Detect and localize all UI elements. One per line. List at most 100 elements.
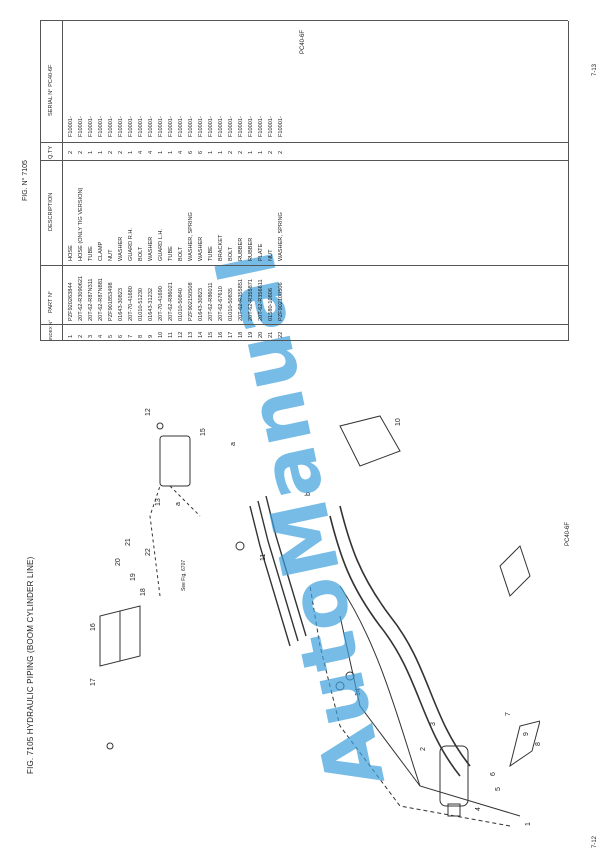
serial-cell: F10001-: [208, 116, 214, 137]
index-cell: 3: [88, 334, 94, 338]
description-cell: WASHER: [118, 236, 124, 261]
index-cell: 1: [68, 334, 74, 338]
part-number-cell: 20T-62-R3090621: [78, 275, 84, 321]
part-number-cell: PZF902150508: [188, 282, 194, 321]
diagram-label: 8: [535, 742, 540, 746]
diagram-label: 20: [115, 558, 122, 566]
diagram-label: 16: [90, 623, 97, 631]
serial-cell: F10001-: [188, 116, 194, 137]
parts-table: FIG. N° 7105 INDEX N° PART N° DESCRIPTIO…: [22, 20, 569, 341]
index-cell: 6: [118, 334, 124, 338]
qty-cell: 4: [138, 150, 144, 154]
index-cell: 11: [168, 332, 174, 338]
qty-cell: 2: [118, 150, 124, 154]
description-cell: PLATE: [258, 243, 264, 261]
part-number-cell: 01010-50840: [178, 288, 184, 321]
qty-cell: 1: [218, 150, 224, 154]
header-desc: DESCRIPTION: [48, 192, 54, 231]
part-number-cell: 20T-62-R87N311: [88, 278, 94, 322]
index-cell: 18: [238, 331, 244, 338]
description-cell: HOSE (ONLY TIG VERSION): [78, 187, 84, 261]
diagram-label: 15: [200, 428, 207, 436]
serial-cell: F10001-: [178, 116, 184, 137]
part-number-cell: 01010-50835: [228, 288, 234, 321]
qty-cell: 1: [98, 150, 104, 154]
diagram-label: 19: [130, 573, 137, 581]
part-number-cell: 20T-62-R355851: [238, 279, 244, 321]
part-number-cell: 01580-10806: [268, 288, 274, 321]
description-cell: WASHER: [198, 236, 204, 261]
qty-cell: 6: [188, 150, 194, 154]
qty-cell: 1: [258, 150, 264, 154]
serial-cell: F10001-: [268, 116, 274, 137]
description-cell: WASHER, SPRING: [188, 212, 194, 261]
index-cell: 9: [148, 334, 154, 338]
qty-cell: 4: [148, 150, 154, 154]
serial-cell: F10001-: [148, 116, 154, 137]
serial-cell: F10001-: [258, 116, 264, 137]
serial-cell: F10001-: [108, 116, 114, 137]
diagram-label: 2: [420, 747, 427, 751]
qty-cell: 6: [198, 150, 204, 154]
part-number-cell: 20T-62-R86011: [208, 282, 214, 321]
qty-cell: 2: [68, 150, 74, 154]
index-cell: 7: [128, 334, 134, 338]
serial-cell: F10001-: [68, 116, 74, 137]
model-label-right: PC40-6F: [300, 29, 306, 54]
model-label-left: PC40-6F: [565, 521, 571, 546]
serial-cell: F10001-: [168, 116, 174, 137]
description-cell: RUBBER: [248, 237, 254, 261]
description-cell: TUBE: [88, 246, 94, 261]
part-number-cell: 01010-51230: [138, 288, 144, 321]
description-cell: BOLT: [138, 246, 144, 261]
table-header: INDEX N° PART N° DESCRIPTION Q.TY SERIAL…: [48, 21, 58, 341]
index-cell: 19: [248, 331, 254, 338]
index-cell: 10: [158, 331, 164, 338]
qty-cell: 2: [238, 150, 244, 154]
part-number-cell: 20T-62-R355871: [248, 279, 254, 321]
diagram-label: a: [175, 502, 182, 506]
part-number-cell: 20T-62-67610: [218, 286, 224, 321]
diagram-label: 13: [155, 498, 162, 506]
serial-cell: F10001-: [278, 116, 284, 137]
serial-cell: F10001-: [218, 116, 224, 137]
header-qty: Q.TY: [48, 145, 54, 159]
description-cell: WASHER, SPRING: [278, 212, 284, 261]
diagram-label: 1: [525, 822, 532, 826]
qty-cell: 2: [278, 150, 284, 154]
header-index: INDEX N°: [48, 319, 53, 340]
part-number-cell: PZF901853498: [108, 282, 114, 321]
diagram-label: 11: [260, 554, 267, 561]
fig-number: FIG. N° 7105: [22, 160, 29, 201]
diagram-label: a: [230, 442, 237, 446]
diagram-label: 5: [495, 787, 502, 791]
serial-cell: F10001-: [238, 116, 244, 137]
figure-title: FIG. 7105 HYDRAULIC PIPING (BOOM CYLINDE…: [26, 556, 35, 774]
index-cell: 21: [268, 331, 274, 338]
qty-cell: 2: [228, 150, 234, 154]
index-cell: 2: [78, 334, 84, 338]
part-number-cell: 01643-30823: [198, 288, 204, 321]
part-number-cell: PZF920263844: [68, 282, 74, 321]
page-number-left: 7-12: [592, 835, 598, 848]
index-cell: 17: [228, 331, 234, 338]
header-part: PART N°: [48, 290, 54, 313]
qty-cell: 2: [78, 150, 84, 154]
serial-cell: F10001-: [78, 116, 84, 137]
